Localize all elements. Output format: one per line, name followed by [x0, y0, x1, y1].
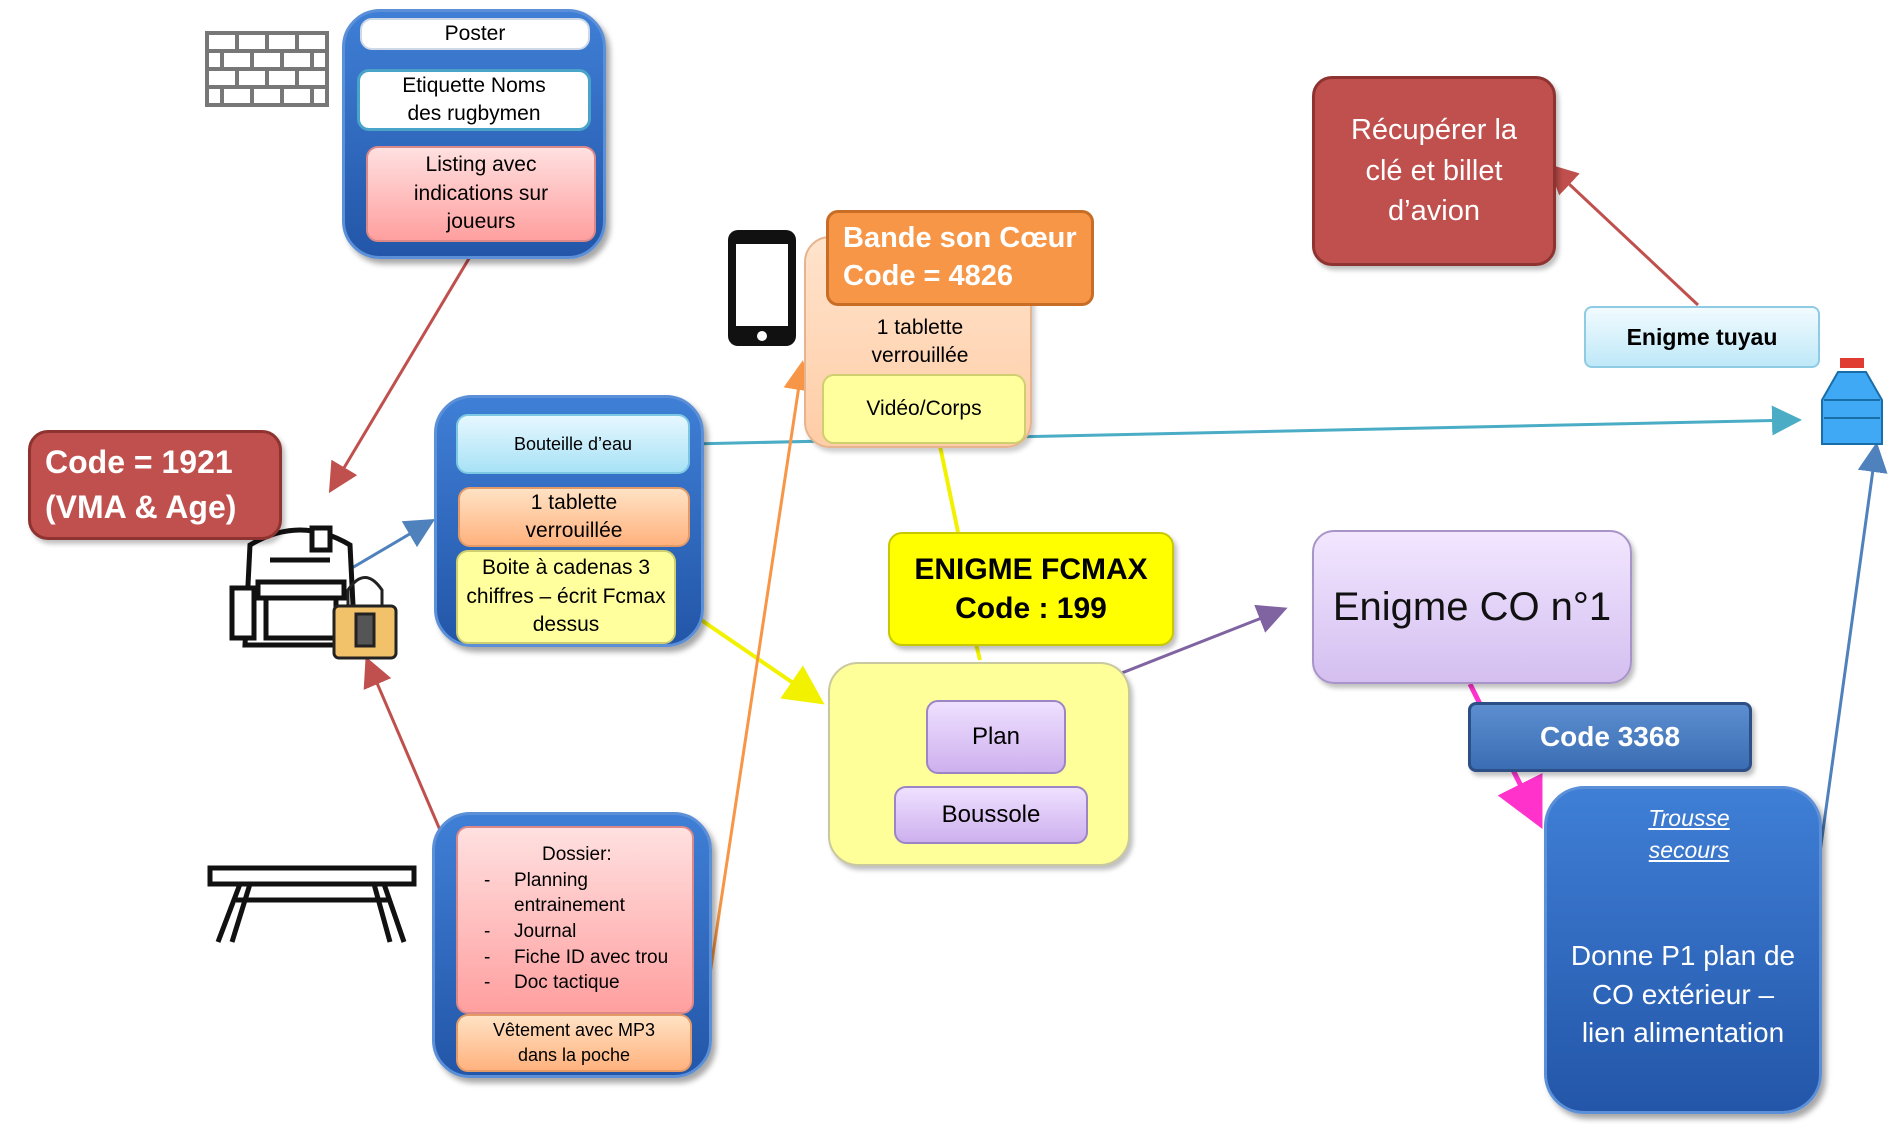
trousse-group: Donne P1 plan de CO extérieur – lien ali…: [1544, 786, 1822, 1114]
enigme-fcmax-box: ENIGME FCMAX Code : 199: [888, 532, 1174, 646]
smartphone-icon: [728, 230, 796, 346]
table-icon: [207, 865, 417, 943]
dossier-item: Journal: [484, 919, 682, 945]
padlock-icon: [332, 576, 398, 660]
backpack-icon: [229, 525, 358, 648]
code-3368-box: Code 3368: [1468, 702, 1752, 772]
dossier-box: Dossier: Planning entrainement Journal F…: [456, 826, 694, 1014]
plan-label: Plan: [926, 700, 1066, 774]
bouteille-label: Bouteille d’eau: [456, 414, 690, 474]
bande-son-line2: Code = 4826: [843, 260, 1014, 292]
dossier-item: Planning entrainement: [484, 868, 682, 919]
bande-son-line1: Bande son Cœur: [843, 222, 1077, 255]
dossier-item: Doc tactique: [484, 970, 682, 996]
arrow-vetement-to-phone: [698, 360, 814, 1041]
brick-wall-icon: [205, 31, 329, 107]
phone-tablette-label: 1 tablette verrouillée: [871, 315, 969, 367]
dossier-list: Planning entrainement Journal Fiche ID a…: [484, 868, 682, 996]
video-label: Vidéo/Corps: [822, 374, 1026, 444]
dossier-item: Fiche ID avec trou: [484, 945, 682, 971]
code-1921-line2: (VMA & Age): [45, 489, 237, 525]
boussole-label: Boussole: [894, 786, 1088, 844]
enigme-tuyau-box: Enigme tuyau: [1584, 306, 1820, 368]
listing-label: Listing avec indications sur joueurs: [366, 146, 596, 242]
arrow-listing-to-backpack: [328, 239, 482, 494]
trousse-label[interactable]: Trousse secours: [1648, 804, 1730, 863]
bande-son-box: Bande son Cœur Code = 4826: [826, 210, 1094, 306]
arrow-trousse-to-bottle: [1810, 442, 1888, 911]
enigme-co-box: Enigme CO n°1: [1312, 530, 1632, 684]
water-bottle-icon: [1821, 358, 1883, 445]
code-1921-box: Code = 1921 (VMA & Age): [28, 430, 282, 540]
line-video-to-fcmax: [938, 445, 960, 533]
enigme-fcmax-line2: Code : 199: [955, 592, 1107, 625]
vetement-label: Vêtement avec MP3 dans la poche: [456, 1014, 692, 1072]
boite-label: Boite à cadenas 3 chiffres – écrit Fcmax…: [456, 550, 676, 644]
arrow-tuyau-to-recuperer: [1547, 163, 1700, 307]
trousse-text: Donne P1 plan de CO extérieur – lien ali…: [1570, 940, 1796, 1049]
recuperer-box: Récupérer la clé et billet d’avion: [1312, 76, 1556, 266]
tablette-label: 1 tablette verrouillée: [458, 487, 690, 547]
etiquette-label: Etiquette Noms des rugbymen: [357, 69, 591, 131]
poster-label: Poster: [360, 18, 590, 50]
code-1921-line1: Code = 1921: [45, 444, 233, 481]
enigme-fcmax-line1: ENIGME FCMAX: [914, 553, 1148, 586]
dossier-title: Dossier:: [542, 844, 612, 865]
